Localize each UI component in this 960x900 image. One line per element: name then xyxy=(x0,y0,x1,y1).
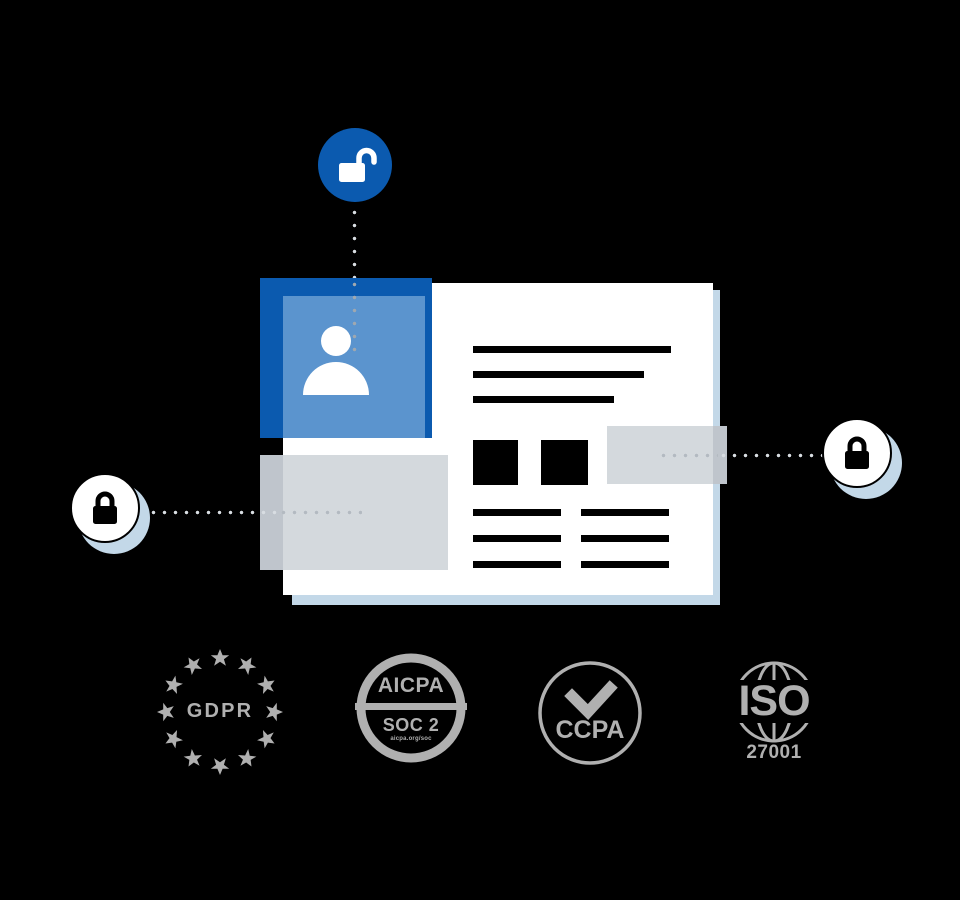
connector-line-top xyxy=(352,206,357,278)
lock-icon xyxy=(93,491,117,524)
badge-aicpa-fineprint: aicpa.org/soc xyxy=(390,736,432,742)
header-text-bar xyxy=(473,346,671,353)
unlocked-padlock-badge[interactable] xyxy=(318,128,392,202)
badge-iso-label: ISO xyxy=(715,680,833,723)
image-thumbnail xyxy=(541,440,588,485)
badge-iso-sublabel: 27001 xyxy=(746,742,802,763)
badge-gdpr: GDPR xyxy=(155,645,285,780)
aicpa-seal-icon xyxy=(355,653,467,763)
detail-text-bar xyxy=(473,535,561,542)
ccpa-circle-icon xyxy=(538,661,642,765)
detail-text-bar xyxy=(473,509,561,516)
badge-aicpa-sublabel: SOC 2 xyxy=(382,715,440,735)
badge-aicpa-soc2: AICPA SOC 2 aicpa.org/soc xyxy=(355,652,467,764)
checkmark-icon xyxy=(564,680,618,720)
connector-line-top-overlay xyxy=(352,278,357,358)
lock-icon xyxy=(845,436,869,469)
user-avatar-icon-body xyxy=(303,362,369,395)
connector-line-left-overlay xyxy=(278,510,362,515)
connector-line-right xyxy=(718,453,828,458)
detail-text-bar xyxy=(473,561,561,568)
badge-gdpr-label: GDPR xyxy=(186,700,254,722)
detail-text-bar xyxy=(581,509,669,516)
eu-stars-icon xyxy=(157,649,283,775)
header-text-bar xyxy=(473,396,614,403)
badge-iso-27001: ISO 27001 xyxy=(715,658,833,770)
connector-line-left xyxy=(148,510,278,515)
badge-ccpa-label: CCPA xyxy=(555,716,625,744)
avatar-tile xyxy=(283,296,425,438)
badge-ccpa: CCPA xyxy=(535,658,645,768)
badge-aicpa-label: AICPA xyxy=(377,674,445,697)
user-avatar-icon xyxy=(321,326,351,356)
unlock-icon xyxy=(339,147,377,182)
connector-line-right-overlay xyxy=(658,453,718,458)
locked-padlock-badge-right[interactable] xyxy=(822,418,902,499)
locked-padlock-badge-left[interactable] xyxy=(70,473,150,554)
compliance-badge-row: GDPR AICPA SOC 2 aicpa.org/soc CCPA xyxy=(0,640,960,790)
detail-text-bar xyxy=(581,561,669,568)
header-text-bar xyxy=(473,371,644,378)
detail-text-bar xyxy=(581,535,669,542)
image-thumbnail xyxy=(473,440,518,485)
